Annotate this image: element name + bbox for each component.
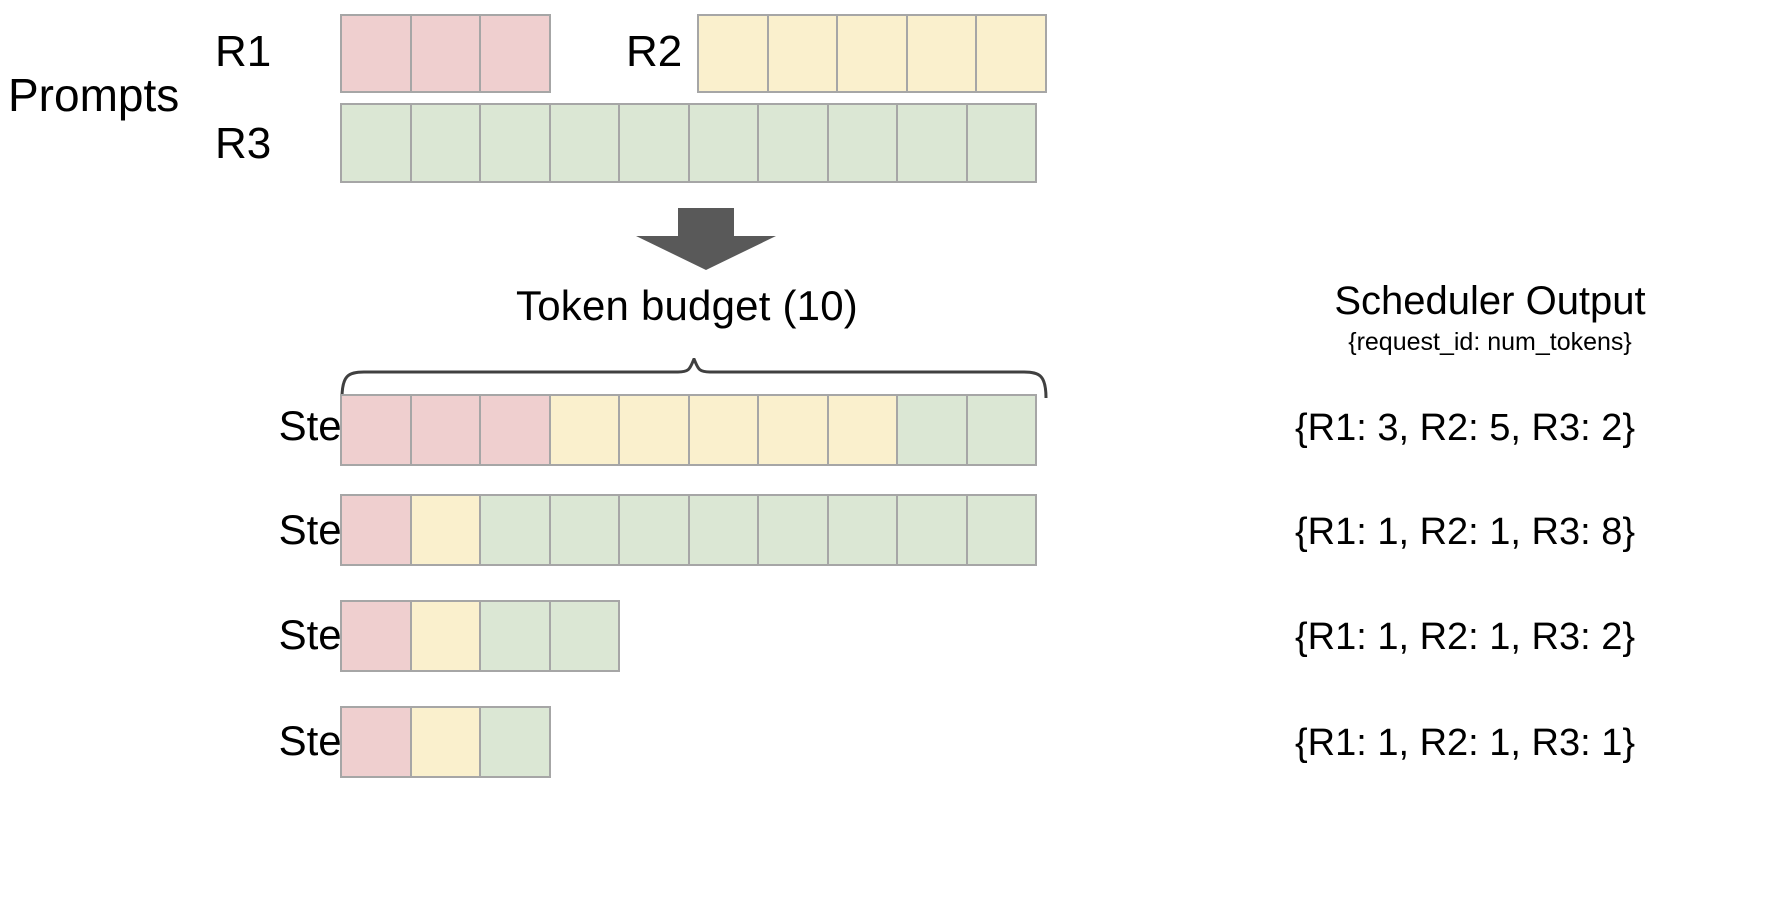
token-cell — [896, 494, 968, 566]
token-cell — [766, 14, 838, 93]
token-cell — [340, 600, 412, 672]
token-cell — [548, 600, 620, 672]
prompt-token-row-r1 — [340, 14, 551, 93]
token-cell — [618, 103, 690, 183]
token-cell — [479, 600, 551, 672]
prompt-token-row-r2 — [697, 14, 1047, 93]
token-cell — [479, 494, 551, 566]
scheduler-output-line-1: {R1: 1, R2: 1, R3: 8} — [1294, 511, 1636, 553]
token-cell — [697, 14, 769, 93]
token-cell — [965, 494, 1037, 566]
token-cell — [409, 103, 481, 183]
token-cell — [687, 103, 759, 183]
token-cell — [757, 394, 829, 466]
token-cell — [896, 394, 968, 466]
token-cell — [836, 14, 908, 93]
token-cell — [409, 494, 481, 566]
token-cell — [409, 14, 481, 93]
scheduler-output-subtitle: {request_id: num_tokens} — [1348, 328, 1632, 356]
token-cell — [618, 394, 690, 466]
token-cell — [826, 394, 898, 466]
prompt-token-row-r3 — [340, 103, 1037, 183]
token-cell — [975, 14, 1047, 93]
token-cell — [409, 706, 481, 778]
token-cell — [757, 103, 829, 183]
step-token-row-3 — [340, 706, 551, 778]
token-cell — [340, 103, 412, 183]
scheduler-output-title: Scheduler Output — [1334, 279, 1646, 323]
token-cell — [687, 394, 759, 466]
scheduler-output-line-2: {R1: 1, R2: 1, R3: 2} — [1294, 616, 1636, 658]
token-cell — [687, 494, 759, 566]
token-cell — [479, 103, 551, 183]
token-cell — [340, 394, 412, 466]
token-cell — [479, 394, 551, 466]
token-cell — [757, 494, 829, 566]
token-cell — [618, 494, 690, 566]
curly-brace-icon — [338, 355, 1050, 400]
token-cell — [479, 14, 551, 93]
request-label-r1: R1 — [215, 27, 272, 76]
step-token-row-2 — [340, 600, 620, 672]
down-arrow-icon — [636, 208, 776, 270]
token-budget-label: Token budget (10) — [516, 282, 858, 329]
token-cell — [548, 494, 620, 566]
request-label-r2: R2 — [626, 27, 683, 76]
token-cell — [965, 394, 1037, 466]
token-cell — [896, 103, 968, 183]
token-cell — [548, 103, 620, 183]
token-cell — [409, 394, 481, 466]
token-cell — [340, 14, 412, 93]
token-cell — [548, 394, 620, 466]
token-cell — [409, 600, 481, 672]
token-cell — [826, 103, 898, 183]
scheduler-output-line-0: {R1: 3, R2: 5, R3: 2} — [1294, 407, 1636, 449]
request-label-r3: R3 — [215, 119, 272, 168]
token-cell — [340, 494, 412, 566]
token-cell — [905, 14, 977, 93]
scheduler-output-line-3: {R1: 1, R2: 1, R3: 1} — [1294, 722, 1636, 764]
token-cell — [479, 706, 551, 778]
token-cell — [340, 706, 412, 778]
token-cell — [965, 103, 1037, 183]
token-cell — [826, 494, 898, 566]
prompts-group-label: Prompts — [8, 69, 180, 121]
step-token-row-1 — [340, 494, 1037, 566]
step-token-row-0 — [340, 394, 1037, 466]
